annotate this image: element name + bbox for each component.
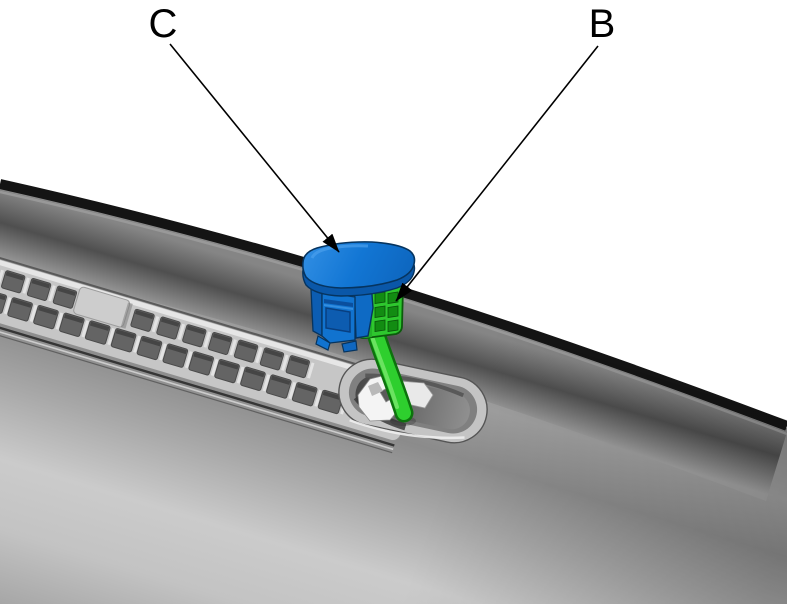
cap-foot-right [341, 340, 358, 353]
grille-crease-dark-line [0, 303, 395, 447]
grille-hole [0, 269, 4, 286]
grille-hole [81, 320, 90, 338]
grille-hole [271, 375, 291, 385]
green-connector-cell [387, 291, 399, 304]
grille-hole [219, 360, 239, 370]
grille-holes [0, 269, 348, 415]
grille-hole [212, 333, 232, 343]
grille-crease-light-line [0, 307, 394, 451]
grille-hole [64, 313, 84, 324]
grille-hole [255, 346, 263, 364]
grille-top-shadow-line [0, 239, 417, 384]
grille-hole [48, 285, 56, 302]
grille-crease-lower-line [0, 311, 393, 454]
grille-tab-shadow [120, 302, 133, 329]
green-connector-cell [387, 305, 399, 318]
grille-hole [184, 351, 193, 369]
grille-hole [29, 304, 38, 322]
green-connector-cell [387, 319, 399, 332]
grille-hole [264, 348, 283, 358]
grille-hole [151, 316, 160, 333]
defroster-grille [0, 239, 417, 454]
grille-hole [245, 367, 265, 378]
grille-hole [314, 389, 322, 407]
grille-hole [167, 344, 187, 355]
recess-top-inner-shadow [365, 373, 465, 398]
cap-front-slot [324, 299, 353, 307]
grille-top-highlight [0, 242, 416, 389]
grille-hole [307, 362, 315, 379]
grille-hole [22, 277, 30, 294]
callout-b: B [395, 2, 616, 302]
cap-left-face [310, 288, 323, 338]
grille-hole [186, 325, 206, 335]
grille-hole [141, 337, 161, 347]
grille-hole [177, 323, 186, 340]
grille-hole [160, 317, 180, 327]
grille-hole [5, 271, 25, 281]
grille-hole [236, 366, 245, 384]
grille-hole [57, 286, 76, 296]
green-connector-cells [374, 291, 399, 332]
cap-front-recess [325, 307, 351, 333]
grille-hole [290, 356, 309, 366]
grille-hole [193, 352, 213, 362]
grille-hole [31, 279, 50, 289]
grille-hole [135, 310, 154, 320]
grille-hole [0, 290, 6, 301]
cap-front-slot-highlight [324, 304, 353, 310]
callout-label-b: B [589, 2, 616, 46]
grille-hole [262, 374, 271, 392]
callout-line-c [169, 43, 340, 253]
grille-hole [12, 298, 32, 308]
grille-hole [55, 312, 64, 330]
green-connector-cell [374, 305, 386, 318]
grille-hole [210, 358, 219, 376]
grille-hole [203, 331, 211, 348]
grille-hole [296, 383, 317, 393]
grille-hole [38, 306, 58, 316]
green-connector-cell [374, 319, 386, 332]
grille-hole [89, 321, 110, 331]
cap-foot-left [315, 335, 331, 351]
grille-hole [229, 339, 237, 356]
callout-c: C [149, 2, 340, 253]
callout-label-c: C [149, 2, 178, 46]
grille-hole [107, 327, 115, 346]
recess-clip-white-left-shade [368, 382, 383, 396]
grille-hole [133, 335, 141, 353]
callout-line-b [395, 45, 599, 302]
grille-hole [159, 343, 167, 361]
grille-hole [115, 329, 136, 339]
grille-hole [288, 381, 297, 400]
grille-hole [3, 297, 12, 315]
grille-hole [322, 391, 343, 401]
recess-bottom-rim-highlight [349, 419, 465, 440]
grille-hole [281, 354, 289, 371]
blue-cap [302, 241, 416, 353]
grille-hole [238, 340, 257, 350]
